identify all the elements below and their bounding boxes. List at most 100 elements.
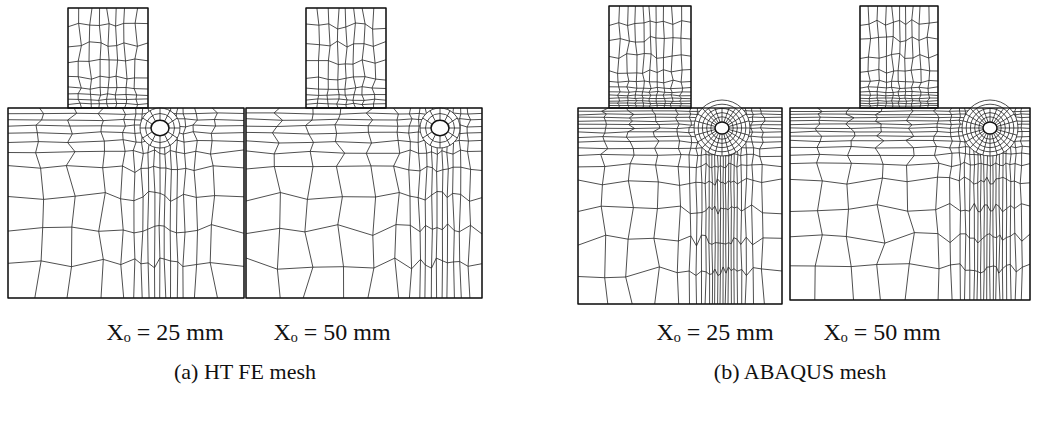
mesh-spoke bbox=[990, 108, 991, 122]
mesh-line bbox=[193, 108, 198, 298]
mesh-line bbox=[627, 6, 630, 108]
mesh-line bbox=[609, 92, 691, 93]
mesh-spoke bbox=[143, 118, 153, 124]
mesh-line bbox=[68, 23, 148, 27]
mesh-ring bbox=[140, 108, 180, 148]
mesh-line bbox=[327, 8, 330, 108]
mesh-line bbox=[578, 141, 782, 143]
mesh-line bbox=[578, 124, 782, 125]
mesh-line bbox=[393, 108, 399, 298]
mesh-spoke bbox=[997, 121, 1017, 127]
mesh-spoke bbox=[729, 130, 749, 136]
mesh-spoke bbox=[440, 108, 441, 120]
mesh-line bbox=[8, 225, 244, 234]
mesh-spoke bbox=[996, 114, 1014, 125]
mesh-line bbox=[609, 80, 691, 83]
mesh-line bbox=[905, 6, 907, 108]
mesh-line bbox=[609, 70, 691, 74]
mesh-line bbox=[875, 108, 885, 300]
mesh-line bbox=[635, 6, 637, 108]
mesh-panel bbox=[8, 8, 244, 298]
mesh-line bbox=[68, 76, 148, 79]
mesh-line bbox=[121, 108, 126, 298]
mesh-spoke bbox=[722, 134, 723, 156]
mesh-spoke bbox=[445, 135, 451, 146]
mesh-spoke bbox=[698, 131, 716, 142]
mesh-spoke bbox=[729, 121, 749, 127]
mesh-line bbox=[335, 108, 345, 298]
mesh-spoke bbox=[983, 108, 988, 122]
mesh-line bbox=[98, 108, 105, 298]
mesh-spoke bbox=[168, 132, 178, 138]
mesh-line bbox=[609, 21, 691, 26]
mesh-line bbox=[578, 121, 782, 122]
mesh-spoke bbox=[694, 128, 715, 129]
mesh-spoke bbox=[430, 135, 436, 146]
mesh-line bbox=[578, 235, 782, 246]
mesh-spoke bbox=[724, 108, 729, 122]
stem-outline bbox=[609, 6, 691, 108]
hole-zone bbox=[140, 108, 180, 148]
mesh-spoke bbox=[449, 128, 460, 129]
mesh-spoke bbox=[715, 134, 720, 155]
mesh-line bbox=[790, 177, 1030, 184]
mesh-spoke bbox=[423, 118, 433, 124]
mesh-spoke bbox=[724, 134, 729, 155]
mesh-line bbox=[99, 8, 101, 108]
mesh-line bbox=[860, 92, 938, 93]
mesh-line bbox=[860, 94, 938, 96]
mesh-spoke bbox=[150, 111, 156, 122]
mesh-line bbox=[578, 114, 782, 115]
mesh-line bbox=[372, 8, 376, 108]
mesh-spoke bbox=[729, 128, 750, 129]
mesh-spoke bbox=[165, 111, 171, 122]
mesh-line bbox=[68, 103, 148, 104]
mesh-spoke bbox=[168, 118, 178, 124]
mesh-spoke bbox=[140, 128, 151, 129]
mesh-line bbox=[107, 8, 110, 108]
mesh-line bbox=[8, 119, 244, 121]
mesh-line bbox=[246, 224, 482, 236]
mesh-line bbox=[306, 77, 386, 80]
mesh-line bbox=[8, 140, 244, 143]
position-label: Xₒ = 25 mm bbox=[656, 318, 773, 346]
mesh-line bbox=[306, 23, 386, 29]
mesh-line bbox=[246, 192, 482, 202]
mesh-line bbox=[133, 108, 136, 298]
mesh-line bbox=[860, 105, 938, 107]
mesh-line bbox=[8, 125, 244, 127]
mesh-spoke bbox=[726, 133, 737, 152]
mesh-line bbox=[860, 103, 938, 105]
mesh-spoke bbox=[143, 132, 153, 138]
mesh-line bbox=[246, 150, 482, 154]
mesh-line bbox=[246, 166, 482, 172]
mesh-line bbox=[578, 205, 782, 214]
mesh-line bbox=[609, 97, 691, 99]
mesh-line bbox=[89, 8, 92, 108]
mesh-line bbox=[860, 69, 938, 73]
mesh-line bbox=[958, 108, 960, 300]
mesh-line bbox=[860, 37, 938, 42]
mesh-panel bbox=[246, 8, 482, 298]
mesh-line bbox=[815, 108, 823, 300]
mesh-line bbox=[8, 258, 244, 268]
mesh-line bbox=[68, 87, 148, 89]
mesh-line bbox=[578, 178, 782, 185]
stem-outline bbox=[68, 8, 148, 108]
mesh-line bbox=[306, 94, 386, 96]
mesh-line bbox=[306, 87, 386, 90]
mesh-line bbox=[919, 6, 921, 108]
mesh-line bbox=[578, 147, 782, 149]
base-outline bbox=[246, 108, 482, 298]
hole-zone bbox=[420, 108, 460, 148]
mesh-line bbox=[303, 108, 313, 298]
mesh-line bbox=[115, 8, 117, 108]
mesh-line bbox=[306, 103, 386, 104]
mesh-spoke bbox=[695, 130, 715, 136]
mesh-spoke bbox=[992, 108, 997, 122]
subfigure-caption: (a) HT FE mesh bbox=[174, 358, 316, 386]
mesh-line bbox=[337, 8, 339, 108]
mesh-line bbox=[68, 94, 148, 96]
mesh-line bbox=[578, 154, 782, 157]
mesh-line bbox=[246, 258, 482, 269]
